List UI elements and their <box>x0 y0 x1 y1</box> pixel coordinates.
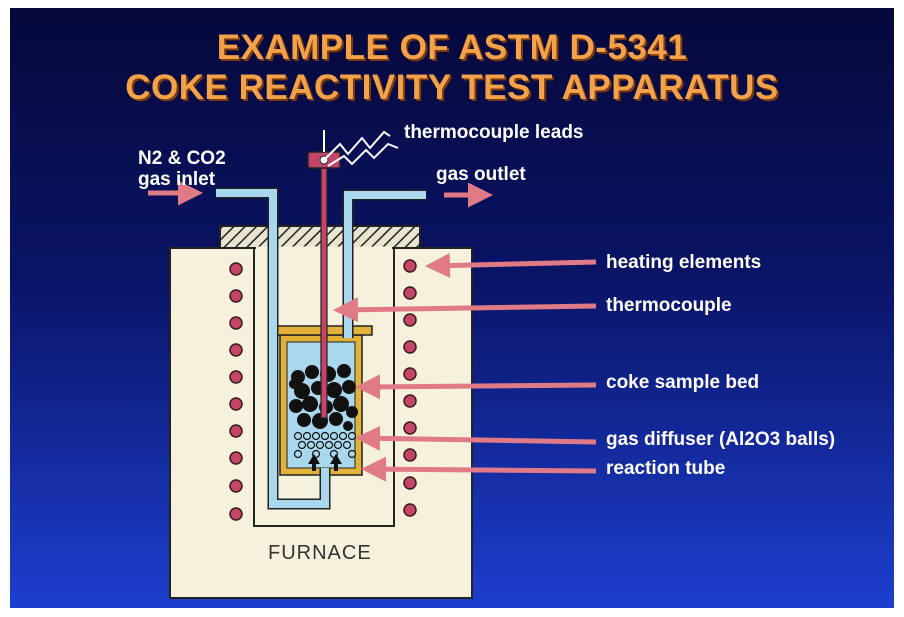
gas-inlet-formula: N2 & CO2 <box>138 148 226 169</box>
gas-diffuser-label: gas diffuser (Al2O3 balls) <box>606 429 836 450</box>
heating-elements-arrow <box>425 253 597 279</box>
thermocouple-leads <box>325 130 391 159</box>
thermocouple-label: thermocouple <box>606 295 732 316</box>
reaction-tube-label: reaction tube <box>606 458 726 479</box>
gas-outlet-label: gas outlet <box>436 164 526 185</box>
coke-sample-bed-label: coke sample bed <box>606 372 760 393</box>
furnace-label: FURNACE <box>268 542 372 564</box>
heating-elements-label: heating elements <box>606 252 762 273</box>
apparatus-diagram <box>148 130 597 599</box>
gas-inlet-label: N2 & CO2 gas inlet <box>138 148 226 190</box>
slide: EXAMPLE OF ASTM D-5341 COKE REACTIVITY T… <box>10 8 894 608</box>
coke-bed-arrow <box>355 374 597 400</box>
title-line-2: COKE REACTIVITY TEST APPARATUS <box>125 68 779 107</box>
thermocouple-arrow <box>333 297 597 323</box>
title-line-1: EXAMPLE OF ASTM D-5341 <box>216 28 688 67</box>
thermocouple-rod <box>320 167 328 419</box>
furnace-lid <box>219 225 421 251</box>
gas-diffuser <box>293 431 357 459</box>
heating-elements-right <box>403 259 417 517</box>
heating-elements-left <box>229 262 243 521</box>
reaction-tube-arrow <box>361 456 597 482</box>
gas-inlet-text: gas inlet <box>138 169 216 190</box>
gas-flow-arrows <box>308 454 342 471</box>
thermocouple-leads-label: thermocouple leads <box>404 122 584 143</box>
gas-diffuser-arrow <box>355 425 597 451</box>
